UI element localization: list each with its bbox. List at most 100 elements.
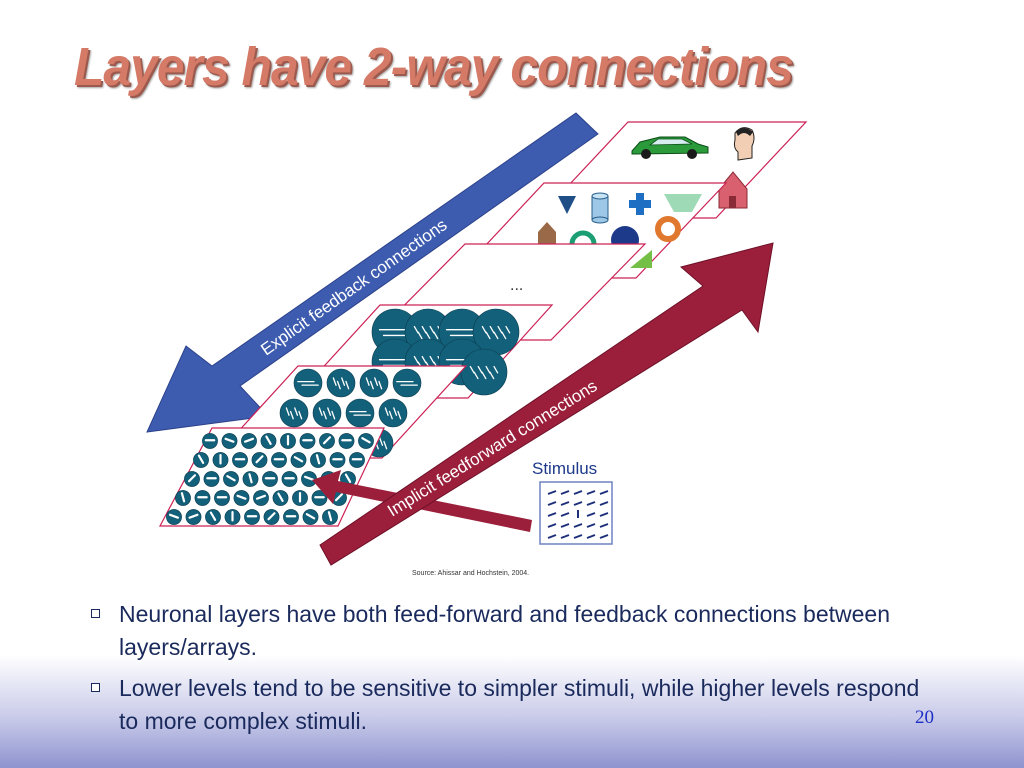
small-neuron — [251, 452, 268, 468]
ellipsis-label: ... — [510, 277, 523, 294]
stimulus-line — [547, 512, 557, 517]
small-neuron — [203, 471, 220, 487]
layer-1 — [159, 427, 385, 527]
bullet-icon — [91, 609, 100, 618]
stimulus-line — [560, 501, 570, 506]
medium-neuron — [312, 398, 342, 428]
medium-neuron — [392, 368, 422, 398]
house-icon — [718, 171, 748, 209]
small-neuron — [175, 490, 191, 506]
bullet-text: Neuronal layers have both feed-forward a… — [119, 601, 890, 660]
stimulus-line — [586, 512, 596, 517]
arc-icon — [569, 230, 597, 245]
bullet-item: Lower levels tend to be sensitive to sim… — [88, 672, 938, 738]
medium-neuron — [378, 398, 408, 428]
small-neuron — [263, 509, 280, 525]
medium-neuron — [279, 398, 309, 428]
layer-2 — [212, 365, 468, 459]
small-neuron — [338, 433, 355, 449]
small-neuron — [205, 509, 221, 525]
small-neuron — [166, 509, 182, 525]
medium-neuron — [293, 368, 323, 398]
stimulus-line — [547, 523, 557, 528]
medium-neuron — [359, 368, 389, 398]
small-neuron — [311, 490, 328, 506]
small-neuron — [262, 471, 278, 487]
small-neuron — [185, 509, 202, 525]
layer-2-neurons — [265, 368, 422, 458]
stimulus-line — [560, 523, 570, 528]
large-neuron — [460, 348, 508, 396]
layer-1-neurons — [166, 433, 374, 525]
stimulus-label: Stimulus — [532, 459, 597, 478]
small-neuron — [349, 452, 365, 468]
small-neuron — [253, 490, 269, 506]
stimulus-line — [560, 490, 570, 495]
right-triangle-icon — [630, 250, 652, 268]
stimulus: Stimulus — [532, 459, 613, 545]
trapezoid-icon — [664, 194, 702, 212]
small-neuron — [242, 471, 259, 487]
stimulus-line — [599, 501, 609, 506]
small-house-icon — [538, 222, 556, 248]
stimulus-line — [573, 490, 583, 495]
triangle-icon — [558, 196, 576, 214]
small-neuron — [329, 452, 346, 468]
small-neuron — [194, 490, 211, 506]
source-citation: Source: Ahissar and Hochstein, 2004. — [412, 570, 529, 577]
small-neuron — [299, 433, 316, 449]
small-neuron — [244, 509, 260, 525]
small-neuron — [322, 509, 338, 525]
small-neuron — [319, 433, 335, 449]
bullet-item: Neuronal layers have both feed-forward a… — [88, 598, 938, 664]
small-neuron — [184, 471, 200, 487]
small-neuron — [193, 452, 209, 468]
face-icon — [733, 127, 755, 161]
medium-neuron — [326, 368, 356, 398]
small-neuron — [310, 452, 326, 468]
medium-neuron — [345, 398, 375, 428]
bullet-icon — [91, 683, 100, 692]
stimulus-line — [547, 490, 557, 495]
stimulus-line — [547, 501, 557, 506]
ring-icon — [655, 216, 681, 242]
cross-icon — [629, 193, 651, 215]
car-icon — [631, 136, 709, 159]
stimulus-line — [599, 523, 609, 528]
cylinder-icon — [591, 192, 609, 224]
small-neuron — [232, 452, 248, 468]
feedforward-arrow-body — [319, 242, 774, 566]
small-neuron — [212, 452, 229, 468]
small-neuron — [260, 433, 277, 449]
small-neuron — [241, 433, 257, 449]
stimulus-lines — [547, 490, 609, 539]
small-neuron — [302, 509, 319, 525]
small-neuron — [290, 452, 307, 468]
stimulus-line — [547, 534, 557, 539]
stimulus-line — [599, 512, 609, 517]
stimulus-line — [573, 523, 583, 528]
bullet-list: Neuronal layers have both feed-forward a… — [88, 598, 938, 746]
stimulus-line — [560, 534, 570, 539]
small-neuron — [301, 471, 317, 487]
stimulus-line — [599, 534, 609, 539]
small-neuron — [223, 471, 239, 487]
stimulus-line — [586, 501, 596, 506]
small-neuron — [214, 490, 230, 506]
small-neuron — [233, 490, 250, 506]
stimulus-line — [560, 512, 570, 517]
stimulus-line — [599, 490, 609, 495]
small-neuron — [202, 433, 218, 449]
feedback-arrow-body — [146, 112, 599, 433]
small-neuron — [221, 433, 238, 449]
small-neuron — [292, 490, 308, 506]
stimulus-line — [586, 534, 596, 539]
small-neuron — [280, 433, 296, 449]
stimulus-line — [586, 490, 596, 495]
slide-footer-gradient — [0, 655, 1024, 768]
slide-title: Layers have 2-way connections — [74, 37, 794, 97]
small-neuron — [283, 509, 299, 525]
page-number: 20 — [915, 707, 934, 728]
stimulus-line — [573, 534, 583, 539]
